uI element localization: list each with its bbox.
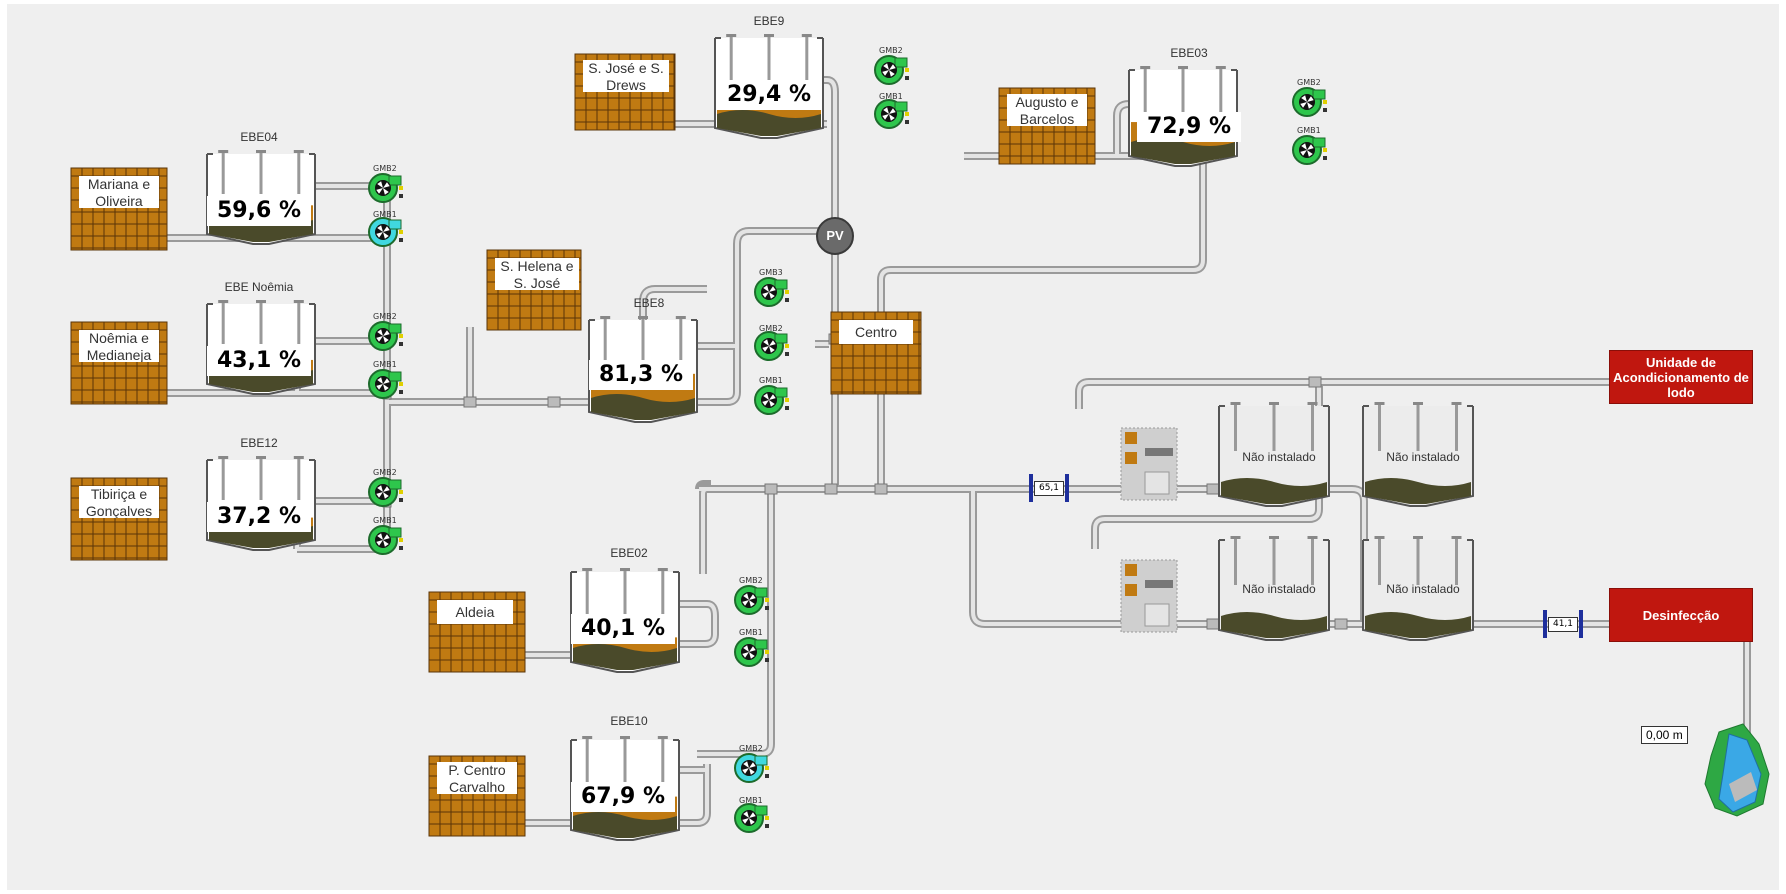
pump-label-ebe9-0: GMB2: [879, 46, 903, 55]
source-shelena-sjose: S. Helena e S. José: [495, 258, 579, 290]
pump-label-ebe03-1: GMB1: [1297, 126, 1321, 135]
station-title-ebe03: EBE03: [1170, 46, 1208, 60]
pump-label-ebe12-1: GMB1: [373, 516, 397, 525]
pump-label-ebe8-1: GMB2: [759, 324, 783, 333]
pump-label-ebe04-1: GMB1: [373, 210, 397, 219]
pump-label-ebe04-0: GMB2: [373, 164, 397, 173]
tank-status-2: Não instalado: [1386, 450, 1460, 464]
level-ebe-noemia: 43,1 %: [207, 346, 311, 376]
pump-label-ebe9-1: GMB1: [879, 92, 903, 101]
source-noemia-medianeja: Noêmia e Medianeja: [79, 330, 159, 362]
pump-label-ebe10-0: GMB2: [739, 744, 763, 753]
tank-status-3: Não instalado: [1242, 582, 1316, 596]
pump-label-ebe02-1: GMB1: [739, 628, 763, 637]
level-ebe10: 67,9 %: [571, 782, 675, 812]
pump-label-ebe03-0: GMB2: [1297, 78, 1321, 87]
source-mariana-oliveira: Mariana e Oliveira: [79, 176, 159, 208]
level-ebe03: 72,9 %: [1137, 112, 1241, 142]
source-augusto-barcelos: Augusto e Barcelos: [1007, 94, 1087, 126]
station-title-ebe10: EBE10: [610, 714, 648, 728]
pv-junction-label: PV: [826, 228, 844, 243]
station-title-ebe-noemia: EBE Noêmia: [224, 280, 294, 294]
tank-status-1: Não instalado: [1242, 450, 1316, 464]
source-p-centro-carvalho: P. Centro Carvalho: [437, 762, 517, 794]
source-sjose-sdrews: S. José e S. Drews: [583, 60, 669, 92]
pump-label-ebe02-0: GMB2: [739, 576, 763, 585]
flowmeter-out-value: 41,1: [1548, 617, 1578, 632]
pump-label-ebe_noemia-0: GMB2: [373, 312, 397, 321]
level-ebe12: 37,2 %: [207, 502, 311, 532]
disinfection-box[interactable]: Desinfecção: [1609, 588, 1753, 642]
station-title-ebe04: EBE04: [240, 130, 278, 144]
level-ebe8: 81,3 %: [589, 360, 693, 390]
flowmeter-main-value: 65,1: [1034, 481, 1064, 496]
level-ebe04: 59,6 %: [207, 196, 311, 226]
pump-label-ebe8-2: GMB1: [759, 376, 783, 385]
level-ebe02: 40,1 %: [571, 614, 675, 644]
source-aldeia: Aldeia: [437, 600, 513, 624]
pump-label-ebe8-0: GMB3: [759, 268, 783, 277]
station-title-ebe02: EBE02: [610, 546, 648, 560]
station-title-ebe12: EBE12: [240, 436, 278, 450]
station-title-ebe8: EBE8: [633, 296, 665, 310]
source-centro: Centro: [839, 320, 913, 344]
tank-status-4: Não instalado: [1386, 582, 1460, 596]
station-title-ebe9: EBE9: [753, 14, 785, 28]
source-tibirica-goncalves: Tibiriça e Gonçalves: [79, 486, 159, 518]
pump-label-ebe12-0: GMB2: [373, 468, 397, 477]
pump-label-ebe_noemia-1: GMB1: [373, 360, 397, 369]
scada-canvas: EBE04 EBE Noêmia EBE12 EBE9 EBE8 EBE03 E…: [7, 4, 1779, 890]
sludge-unit-box[interactable]: Unidade de Acondicionamento de lodo: [1609, 350, 1753, 404]
river-level-readout: 0,00 m: [1641, 726, 1688, 744]
pump-label-ebe10-1: GMB1: [739, 796, 763, 805]
level-ebe9: 29,4 %: [717, 80, 821, 110]
